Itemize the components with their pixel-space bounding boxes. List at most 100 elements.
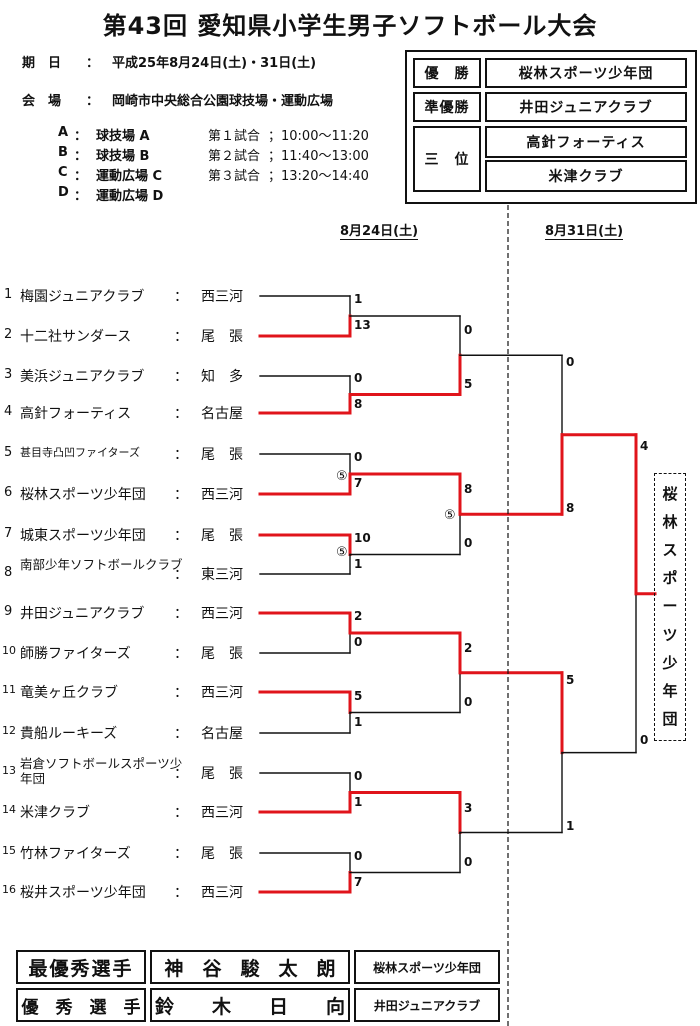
court-letter: D bbox=[58, 185, 69, 200]
team-region: 名古屋 bbox=[201, 406, 243, 422]
team-colon: ： bbox=[174, 329, 188, 345]
score-label: 1 bbox=[354, 714, 363, 729]
team-number: 4 bbox=[4, 404, 13, 419]
team-name: 米津クラブ bbox=[20, 805, 90, 821]
results-box: 優 勝 桜林スポーツ少年団 準優勝 井田ジュニアクラブ 三 位 高針フォーティス… bbox=[405, 50, 697, 204]
team-name: 南部少年ソフトボールクラブ bbox=[20, 557, 183, 572]
venue-label: 会 場 bbox=[22, 94, 62, 109]
score-label: 5 bbox=[566, 672, 575, 687]
court-colon: ： bbox=[74, 129, 88, 144]
mvp-name-box: 神 谷 駿 太 朗 bbox=[150, 950, 350, 984]
mvp-team-box: 桜林スポーツ少年団 bbox=[354, 950, 500, 984]
score-label: 8 bbox=[354, 396, 363, 411]
score-label: 0 bbox=[464, 323, 473, 338]
score-label: 8 bbox=[566, 500, 575, 515]
mvp-label-box: 最優秀選手 bbox=[16, 950, 146, 984]
score-label: 2 bbox=[464, 640, 473, 655]
third-name: 米津クラブ bbox=[485, 160, 687, 192]
champion-box: 桜林スポーツ少年団 bbox=[654, 473, 686, 741]
date-value: 平成25年8月24日(土)・31日(土) bbox=[112, 56, 317, 71]
score-label: 0 bbox=[640, 732, 649, 747]
score-label: 0 bbox=[354, 450, 363, 464]
score-label: 13 bbox=[354, 318, 371, 332]
excellent-name-box: 鈴 木 日 向 bbox=[150, 988, 350, 1022]
team-number: 8 bbox=[4, 565, 13, 580]
court-name: 球技場 A bbox=[96, 129, 150, 144]
team-colon: ： bbox=[174, 805, 188, 821]
team-name: 十二社サンダース bbox=[20, 329, 132, 345]
team-name: 井田ジュニアクラブ bbox=[20, 606, 145, 622]
game-time: ；13:20～14:40 bbox=[268, 169, 369, 184]
score-label: 8 bbox=[464, 482, 473, 497]
runnerup-label: 準優勝 bbox=[413, 92, 481, 122]
page-title: 第43回 愛知県小学生男子ソフトボール大会 bbox=[102, 12, 598, 40]
team-colon: ： bbox=[174, 885, 188, 901]
team-region: 西三河 bbox=[201, 685, 243, 701]
mvp-label: 最優秀選手 bbox=[28, 957, 134, 980]
team-region: 尾 張 bbox=[201, 766, 243, 782]
score-label: 0 bbox=[464, 694, 473, 709]
court-letter: A bbox=[58, 125, 69, 140]
winner-name: 桜林スポーツ少年団 bbox=[485, 58, 687, 88]
team-colon: ： bbox=[174, 487, 188, 503]
team-region: 尾 張 bbox=[201, 329, 243, 345]
team-name: 竜美ヶ丘クラブ bbox=[20, 685, 118, 701]
team-name: 桜井スポーツ少年団 bbox=[20, 885, 146, 901]
date-day2: 8月31日(土) bbox=[545, 220, 624, 240]
team-region: 尾 張 bbox=[201, 447, 243, 463]
court-colon: ： bbox=[74, 189, 88, 204]
team-colon: ： bbox=[174, 447, 188, 463]
team-name: 梅園ジュニアクラブ bbox=[20, 289, 145, 305]
champion-char: 林 bbox=[662, 513, 678, 532]
team-number: 5 bbox=[4, 445, 13, 460]
champion-char: ポ bbox=[662, 569, 678, 588]
team-colon: ： bbox=[174, 685, 188, 701]
game-label: 第３試合 bbox=[208, 169, 261, 184]
court-letter: B bbox=[58, 145, 68, 160]
team-name: 城東スポーツ少年団 bbox=[20, 528, 146, 544]
excellent-label-box: 優 秀 選 手 bbox=[16, 988, 146, 1022]
team-colon: ： bbox=[174, 846, 188, 862]
venue-value: 岡崎市中央総合公園球技場・運動広場 bbox=[112, 94, 334, 109]
game-label: 第１試合 bbox=[208, 129, 261, 144]
game-time: ；11:40～13:00 bbox=[268, 149, 369, 164]
score-label: 1 bbox=[354, 556, 363, 571]
team-region: 西三河 bbox=[201, 606, 243, 622]
team-colon: ： bbox=[174, 726, 188, 742]
extra-inning-mark: ⑤ bbox=[336, 545, 348, 560]
score-label: 0 bbox=[464, 536, 473, 551]
team-colon: ： bbox=[174, 369, 188, 385]
score-label: 7 bbox=[354, 874, 363, 889]
team-colon: ： bbox=[174, 606, 188, 622]
score-label: 1 bbox=[354, 292, 363, 306]
champion-char: ス bbox=[662, 541, 678, 560]
team-name: 美浜ジュニアクラブ bbox=[20, 369, 145, 385]
excellent-team-box: 井田ジュニアクラブ bbox=[354, 988, 500, 1022]
champion-char: 年 bbox=[662, 681, 678, 700]
team-number: 3 bbox=[4, 367, 13, 382]
team-name: 甚目寺凸凹ファイターズ bbox=[20, 446, 141, 459]
score-label: 3 bbox=[464, 800, 473, 815]
team-number: 2 bbox=[4, 327, 13, 342]
champion-char: 少 bbox=[662, 653, 678, 672]
team-number: 14 bbox=[2, 803, 16, 816]
team-region: 東三河 bbox=[201, 567, 243, 583]
excellent-name: 鈴 木 日 向 bbox=[154, 995, 345, 1018]
game-label: 第２試合 bbox=[208, 149, 261, 164]
team-region: 西三河 bbox=[201, 487, 243, 503]
mvp-name: 神 谷 駿 太 朗 bbox=[164, 957, 336, 980]
score-label: 7 bbox=[354, 476, 363, 490]
team-region: 知 多 bbox=[201, 369, 243, 385]
score-label: 4 bbox=[640, 438, 649, 453]
excellent-label: 優 秀 選 手 bbox=[21, 997, 141, 1018]
champion-char: ー bbox=[662, 597, 678, 616]
runnerup-name: 井田ジュニアクラブ bbox=[485, 92, 687, 122]
score-label: 0 bbox=[354, 848, 363, 863]
court-name: 運動広場 C bbox=[96, 169, 163, 184]
team-colon: ： bbox=[174, 567, 188, 583]
team-colon: ： bbox=[174, 528, 188, 544]
court-letter: C bbox=[58, 165, 68, 180]
team-name: 師勝ファイターズ bbox=[20, 646, 131, 662]
court-colon: ： bbox=[74, 149, 88, 164]
